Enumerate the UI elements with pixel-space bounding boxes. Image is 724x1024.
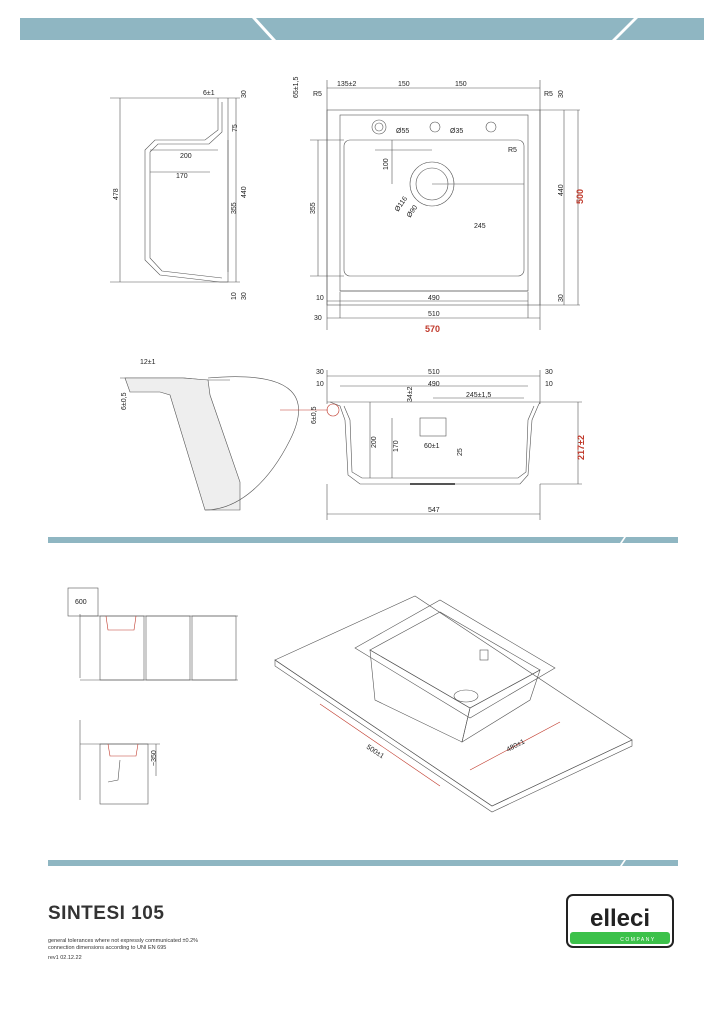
dim-100: 100 <box>383 158 390 170</box>
tolerance-note: general tolerances where not expressly c… <box>48 938 199 944</box>
front-dim-510: 510 <box>428 369 440 376</box>
dim-150b: 150 <box>455 81 467 88</box>
front-dim-30a: 30 <box>316 369 324 376</box>
dim-30-top: 30 <box>558 90 565 98</box>
detail-dim-6: 6±0,5 <box>121 392 128 410</box>
cabinet-dim-600: 600 <box>75 599 87 606</box>
front-dim-217: 217±2 <box>576 435 586 460</box>
dim-65: 65±1,5 <box>293 77 300 98</box>
front-dim-60: 60±1 <box>424 443 440 450</box>
front-dim-170: 170 <box>393 440 400 452</box>
front-dim-245: 245±1,5 <box>466 392 491 399</box>
dim-490: 490 <box>428 295 440 302</box>
isometric-view <box>274 595 633 813</box>
dim-drain-90: Ø90 <box>406 204 419 219</box>
header-band <box>20 18 704 40</box>
front-dim-547: 547 <box>428 507 440 514</box>
front-section <box>326 370 582 520</box>
dim-30-left: 30 <box>314 315 322 322</box>
side-dim-440: 440 <box>241 186 248 198</box>
side-dim-75: 75 <box>232 124 239 132</box>
dim-570: 570 <box>425 324 440 334</box>
side-dim-30: 30 <box>241 90 248 98</box>
dim-r5b: R5 <box>544 91 553 98</box>
dim-500: 500 <box>575 189 585 204</box>
dim-150a: 150 <box>398 81 410 88</box>
elleci-logo: elleci COMPANY <box>566 894 674 948</box>
cabinet-dim-350: ~350 <box>151 750 158 766</box>
side-dim-478: 478 <box>113 188 120 200</box>
front-dim-30b: 30 <box>545 369 553 376</box>
dim-245: 245 <box>474 223 486 230</box>
logo-subtext: COMPANY <box>620 937 655 943</box>
dim-drain-116: Ø116 <box>394 195 409 213</box>
section-divider-1 <box>48 537 678 543</box>
dim-10: 10 <box>316 295 324 302</box>
front-dim-25: 25 <box>457 448 464 456</box>
side-dim-10: 10 <box>231 292 238 300</box>
product-title: SINTESI 105 <box>48 903 165 924</box>
side-dim-6: 6±1 <box>203 90 215 97</box>
dim-440: 440 <box>558 184 565 196</box>
dim-355: 355 <box>310 202 317 214</box>
dim-r5c: R5 <box>508 147 517 154</box>
dim-hole-35: Ø35 <box>450 128 463 135</box>
logo-text: elleci <box>590 905 650 932</box>
dim-r5a: R5 <box>313 91 322 98</box>
side-dim-30b: 30 <box>241 292 248 300</box>
cabinet-view <box>67 587 238 805</box>
front-dim-10b: 10 <box>545 381 553 388</box>
revision-note: rev1 02.12.22 <box>48 955 82 961</box>
front-dim-10a: 10 <box>316 381 324 388</box>
front-dim-490: 490 <box>428 381 440 388</box>
detail-dim-12: 12±1 <box>140 359 156 366</box>
dim-30-bottom: 30 <box>558 294 565 302</box>
front-dim-200: 200 <box>371 436 378 448</box>
side-dim-355: 355 <box>231 202 238 214</box>
front-dim-6: 6±0,5 <box>311 406 318 424</box>
dim-135: 135±2 <box>337 81 357 88</box>
connection-note: connection dimensions according to UNI E… <box>48 945 167 951</box>
side-dim-170: 170 <box>176 173 188 180</box>
section-divider-2 <box>48 860 678 866</box>
front-dim-34: 34±2 <box>407 386 414 402</box>
section-detail <box>120 376 328 511</box>
side-dim-200: 200 <box>180 153 192 160</box>
dim-510: 510 <box>428 311 440 318</box>
top-view <box>310 80 580 330</box>
side-view <box>110 97 240 283</box>
dim-hole-55: Ø55 <box>396 128 409 135</box>
